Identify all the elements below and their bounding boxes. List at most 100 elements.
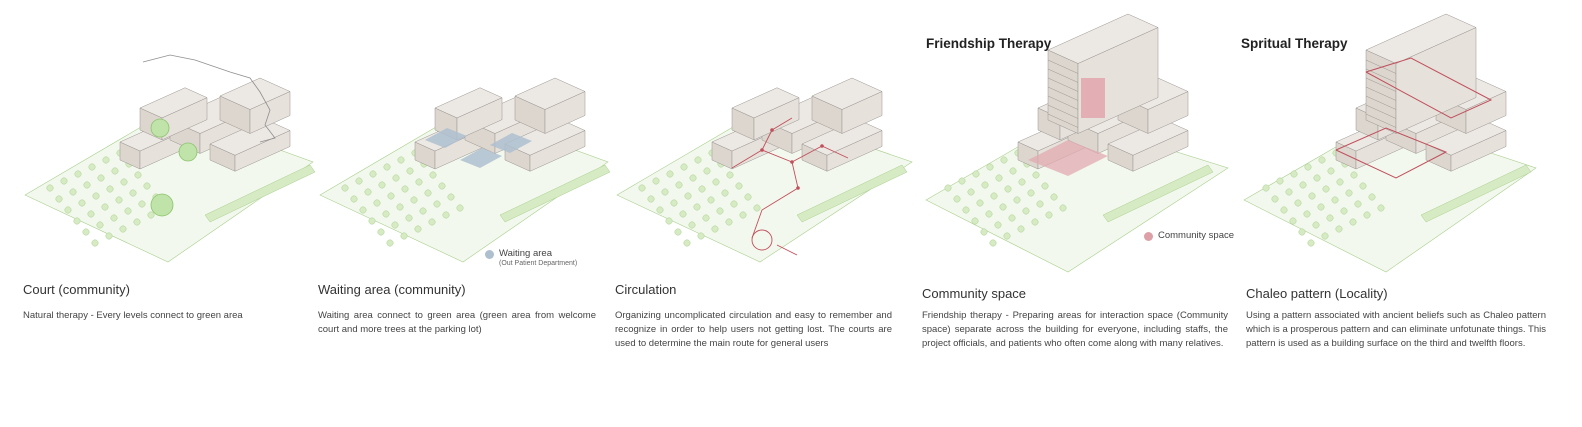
- floor-line: [1047, 77, 1079, 92]
- tree-mark: [1368, 193, 1376, 201]
- tree-mark: [119, 225, 127, 233]
- tree-mark: [424, 189, 432, 197]
- green-strip: [1420, 164, 1532, 223]
- court-tree-icon: [150, 118, 170, 138]
- tree-mark: [981, 181, 989, 189]
- tree-mark: [647, 195, 655, 203]
- tree-mark: [958, 177, 966, 185]
- waiting-zone: [490, 133, 532, 153]
- tree-mark: [1340, 207, 1348, 215]
- tree-mark: [364, 188, 372, 196]
- community-space-zone: [1081, 78, 1105, 118]
- tree-mark: [1271, 195, 1279, 203]
- tree-mark: [92, 192, 100, 200]
- waiting-zone: [460, 148, 502, 168]
- tree-mark: [1031, 218, 1039, 226]
- tree-mark: [675, 181, 683, 189]
- tree-mark: [1321, 232, 1329, 240]
- tree-mark: [1308, 192, 1316, 200]
- tree-mark: [702, 214, 710, 222]
- waiting-area-axonometric: [319, 77, 611, 263]
- legend-label: Community space: [1158, 230, 1235, 241]
- circulation-axonometric: [616, 77, 913, 263]
- panel-header: Friendship Therapy: [926, 36, 1052, 51]
- waiting-area-legend: Waiting area (Out Patient Department): [485, 248, 577, 267]
- tree-mark: [373, 199, 381, 207]
- green-strip: [796, 164, 908, 223]
- tree-mark: [397, 156, 405, 164]
- tree-mark: [120, 178, 128, 186]
- tree-mark: [990, 192, 998, 200]
- tree-mark: [386, 239, 394, 247]
- tree-mark: [359, 206, 367, 214]
- tree-mark: [78, 199, 86, 207]
- tower-outline: [142, 54, 276, 143]
- tree-mark: [1000, 156, 1008, 164]
- tree-mark: [1350, 171, 1358, 179]
- community-space-axonometric: [925, 13, 1229, 273]
- tree-mark: [129, 189, 137, 197]
- tree-mark: [680, 163, 688, 171]
- tree-mark: [133, 218, 141, 226]
- tree-mark: [697, 232, 705, 240]
- tree-mark: [1294, 199, 1302, 207]
- tree-mark: [689, 174, 697, 182]
- tree-mark: [1280, 206, 1288, 214]
- tree-mark: [73, 217, 81, 225]
- tree-mark: [683, 239, 691, 247]
- tree-mark: [1050, 193, 1058, 201]
- tree-mark: [1018, 178, 1026, 186]
- tree-mark: [1004, 185, 1012, 193]
- community-space-zone: [1028, 140, 1108, 176]
- tree-mark: [985, 210, 993, 218]
- tree-mark: [1262, 184, 1270, 192]
- panel-court: Court (community) Natural therapy - Ever…: [20, 0, 320, 427]
- tree-mark: [138, 200, 146, 208]
- waiting-zone: [425, 128, 467, 148]
- route-nodes: [760, 128, 824, 190]
- tree-mark: [986, 163, 994, 171]
- tower-massing: [1365, 13, 1477, 134]
- tree-mark: [60, 177, 68, 185]
- tree-mark: [711, 225, 719, 233]
- tree-mark: [369, 170, 377, 178]
- tree-mark: [1009, 167, 1017, 175]
- parking-trees: [1262, 149, 1385, 247]
- block-roof: [1365, 13, 1477, 64]
- block-roof: [1047, 13, 1159, 64]
- tree-mark: [1363, 211, 1371, 219]
- panel-description: Friendship therapy - Preparing areas for…: [922, 310, 1228, 349]
- tree-mark: [147, 211, 155, 219]
- floor-line: [1047, 59, 1079, 74]
- tree-mark: [1276, 177, 1284, 185]
- tree-mark: [739, 211, 747, 219]
- tree-mark: [707, 196, 715, 204]
- tree-mark: [111, 167, 119, 175]
- tree-mark: [730, 200, 738, 208]
- tree-mark: [74, 170, 82, 178]
- tree-mark: [989, 239, 997, 247]
- floor-line: [1365, 68, 1397, 83]
- tree-mark: [414, 225, 422, 233]
- tree-mark: [1307, 239, 1315, 247]
- tree-mark: [143, 182, 151, 190]
- tree-mark: [962, 206, 970, 214]
- tree-mark: [725, 218, 733, 226]
- legend-sublabel: (Out Patient Department): [499, 260, 578, 267]
- tree-mark: [410, 196, 418, 204]
- tree-mark: [744, 193, 752, 201]
- tree-mark: [415, 178, 423, 186]
- panel-description: Using a pattern associated with ancient …: [1246, 310, 1546, 349]
- tree-mark: [377, 228, 385, 236]
- tree-mark: [953, 195, 961, 203]
- panel-description: Organizing uncomplicated circulation and…: [615, 310, 892, 349]
- tree-mark: [1312, 221, 1320, 229]
- panel-description: Natural therapy - Every levels connect t…: [23, 310, 243, 321]
- chaleo-pattern-band: [1335, 57, 1493, 179]
- tree-mark: [433, 200, 441, 208]
- tree-mark: [419, 207, 427, 215]
- tree-mark: [684, 192, 692, 200]
- block-roof: [219, 77, 291, 110]
- tree-mark: [1327, 167, 1335, 175]
- tree-mark: [429, 171, 437, 179]
